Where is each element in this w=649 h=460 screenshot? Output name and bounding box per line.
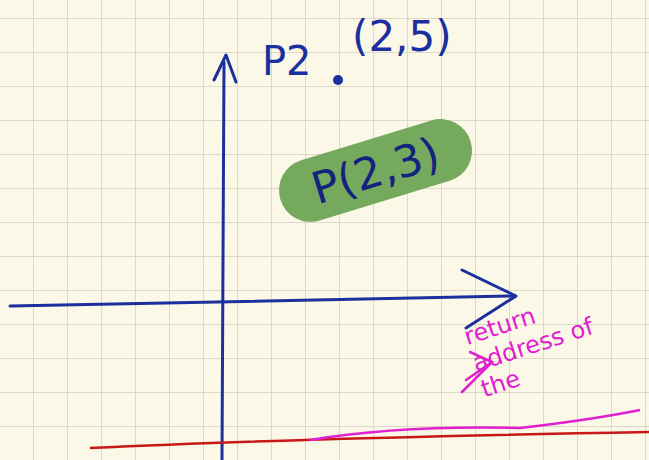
highlight-band: P(2,3) (271, 111, 480, 229)
y-axis-arrowhead (214, 55, 236, 82)
point-coordinates: (2,5) (352, 12, 452, 61)
point-name: P2 (262, 38, 312, 84)
y-axis (222, 62, 224, 460)
pink-scribble (310, 410, 640, 440)
red-margin-line (90, 432, 649, 448)
x-axis (10, 296, 515, 306)
point-dot (333, 75, 343, 85)
point-label: P(2,3) (305, 126, 445, 213)
